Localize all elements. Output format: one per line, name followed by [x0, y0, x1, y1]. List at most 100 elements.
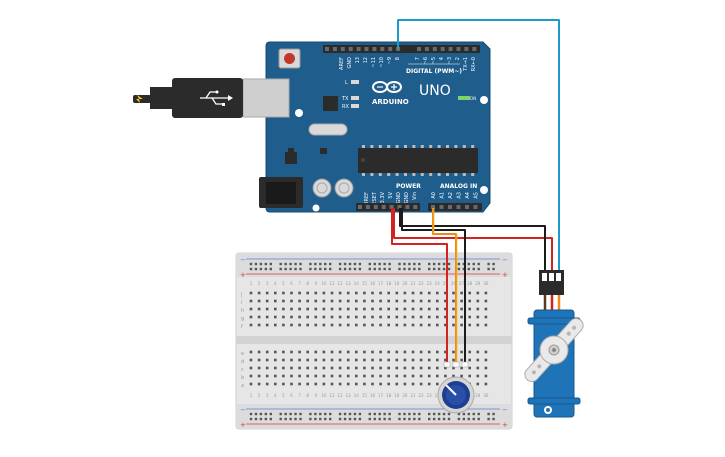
- usb-chip: [323, 96, 338, 111]
- column-number: 7: [298, 281, 301, 286]
- column-number: 20: [402, 393, 408, 398]
- led-on: [458, 96, 470, 100]
- servo-motor[interactable]: [517, 270, 591, 418]
- header-pin-hole[interactable]: [373, 205, 378, 209]
- wire-5v-red-servo[interactable]: [393, 208, 553, 274]
- digital-pin-label: ~3: [447, 57, 453, 64]
- header-pin-hole[interactable]: [365, 205, 370, 209]
- digital-pin-label: RX←0: [471, 57, 477, 71]
- header-pin-hole[interactable]: [380, 47, 385, 51]
- header-pin-hole[interactable]: [356, 47, 361, 51]
- digital-pin-label: 4: [439, 57, 445, 60]
- led-tx: [351, 96, 359, 100]
- header-pin-hole[interactable]: [456, 47, 461, 51]
- header-pin-hole[interactable]: [448, 205, 452, 209]
- column-number: 16: [370, 393, 376, 398]
- digital-pin-label: 2: [455, 57, 461, 60]
- wire-a0-orange[interactable]: [432, 208, 457, 365]
- column-number: 13: [346, 281, 352, 286]
- column-number: 12: [338, 393, 344, 398]
- column-number: 20: [402, 281, 408, 286]
- breadboard-holes[interactable]: [249, 262, 495, 421]
- column-number: 29: [475, 393, 481, 398]
- potentiometer[interactable]: [437, 376, 475, 414]
- row-letter-g-left: g: [241, 316, 244, 322]
- column-number: 18: [386, 281, 392, 286]
- column-number: 6: [290, 281, 293, 286]
- header-pin-hole[interactable]: [364, 47, 369, 51]
- column-number: 19: [394, 393, 400, 398]
- column-number: 15: [362, 281, 368, 286]
- header-pin-hole[interactable]: [439, 205, 444, 209]
- header-pin-hole[interactable]: [465, 205, 469, 209]
- digital-pin-label: 13: [355, 57, 361, 63]
- column-number: 12: [338, 281, 344, 286]
- header-pin-hole[interactable]: [472, 47, 477, 51]
- digital-header[interactable]: [323, 45, 480, 53]
- header-pin-hole[interactable]: [397, 205, 402, 209]
- header-pin-hole[interactable]: [332, 47, 337, 51]
- led-on-label: ON: [470, 96, 476, 101]
- row-letter-d-left: d: [241, 359, 244, 365]
- header-pin-hole[interactable]: [381, 205, 386, 209]
- wire-signal-blue[interactable]: [397, 19, 560, 274]
- header-pin-hole[interactable]: [417, 47, 421, 51]
- rail-minus-top-left: −: [240, 256, 246, 264]
- mounting-hole: [295, 109, 303, 117]
- header-pin-hole[interactable]: [432, 47, 437, 51]
- breadboard-column-numbers: 1122334455667788991010111112121313141415…: [250, 281, 489, 398]
- column-number: 3: [266, 281, 269, 286]
- reset-button-cap[interactable]: [284, 53, 295, 64]
- header-pin-hole[interactable]: [325, 47, 329, 51]
- header-pin-hole[interactable]: [440, 47, 445, 51]
- header-pin-hole[interactable]: [358, 205, 362, 209]
- row-letter-a-left: a: [241, 383, 244, 389]
- capacitor: [312, 178, 332, 198]
- wires[interactable]: [391, 19, 560, 365]
- header-pin-hole[interactable]: [405, 205, 410, 209]
- wire-gnd-black-servo[interactable]: [399, 208, 546, 274]
- wire-5v-red-pot[interactable]: [391, 208, 448, 365]
- header-pin-hole[interactable]: [388, 47, 393, 51]
- column-number: 5: [282, 393, 285, 398]
- power-pin-label: 5V: [388, 191, 394, 198]
- mounting-hole: [480, 96, 488, 104]
- usb-cable-icon[interactable]: [133, 78, 290, 118]
- digital-pin-label: 8: [395, 57, 401, 60]
- arduino-brand: ARDUINO: [372, 98, 409, 106]
- header-pin-hole[interactable]: [372, 47, 377, 51]
- column-number: 27: [459, 281, 465, 286]
- mounting-hole: [312, 204, 320, 212]
- header-pin-hole[interactable]: [389, 205, 394, 209]
- header-pin-hole[interactable]: [431, 205, 435, 209]
- header-pin-hole[interactable]: [473, 205, 478, 209]
- header-pin-hole[interactable]: [456, 205, 461, 209]
- digital-pin-label: TX→1: [463, 57, 469, 72]
- header-pin-hole[interactable]: [340, 47, 345, 51]
- power-header[interactable]: [356, 203, 420, 211]
- column-number: 24: [435, 281, 441, 286]
- row-letter-e-left: e: [241, 351, 244, 357]
- rail-minus-bottom-right: −: [502, 406, 508, 414]
- digital-header-label: DIGITAL (PWM~): [406, 68, 462, 75]
- column-number: 2: [258, 393, 261, 398]
- header-pin-hole[interactable]: [464, 47, 469, 51]
- column-number: 4: [274, 393, 277, 398]
- header-pin-hole[interactable]: [448, 47, 453, 51]
- column-number: 9: [315, 393, 318, 398]
- column-number: 17: [378, 393, 384, 398]
- header-pin-hole[interactable]: [348, 47, 353, 51]
- header-pin-hole[interactable]: [413, 205, 418, 209]
- header-pin-hole[interactable]: [424, 47, 429, 51]
- analog-header[interactable]: [428, 203, 482, 211]
- column-number: 22: [419, 393, 425, 398]
- capacitor: [334, 178, 354, 198]
- led-l-label: L: [345, 80, 348, 86]
- led-l: [351, 80, 359, 84]
- digital-pin-label: ~9: [387, 57, 393, 64]
- analog-pin-label: A0: [431, 192, 437, 199]
- servo-horn[interactable]: [517, 311, 591, 389]
- column-number: 5: [282, 281, 285, 286]
- column-number: 6: [290, 393, 293, 398]
